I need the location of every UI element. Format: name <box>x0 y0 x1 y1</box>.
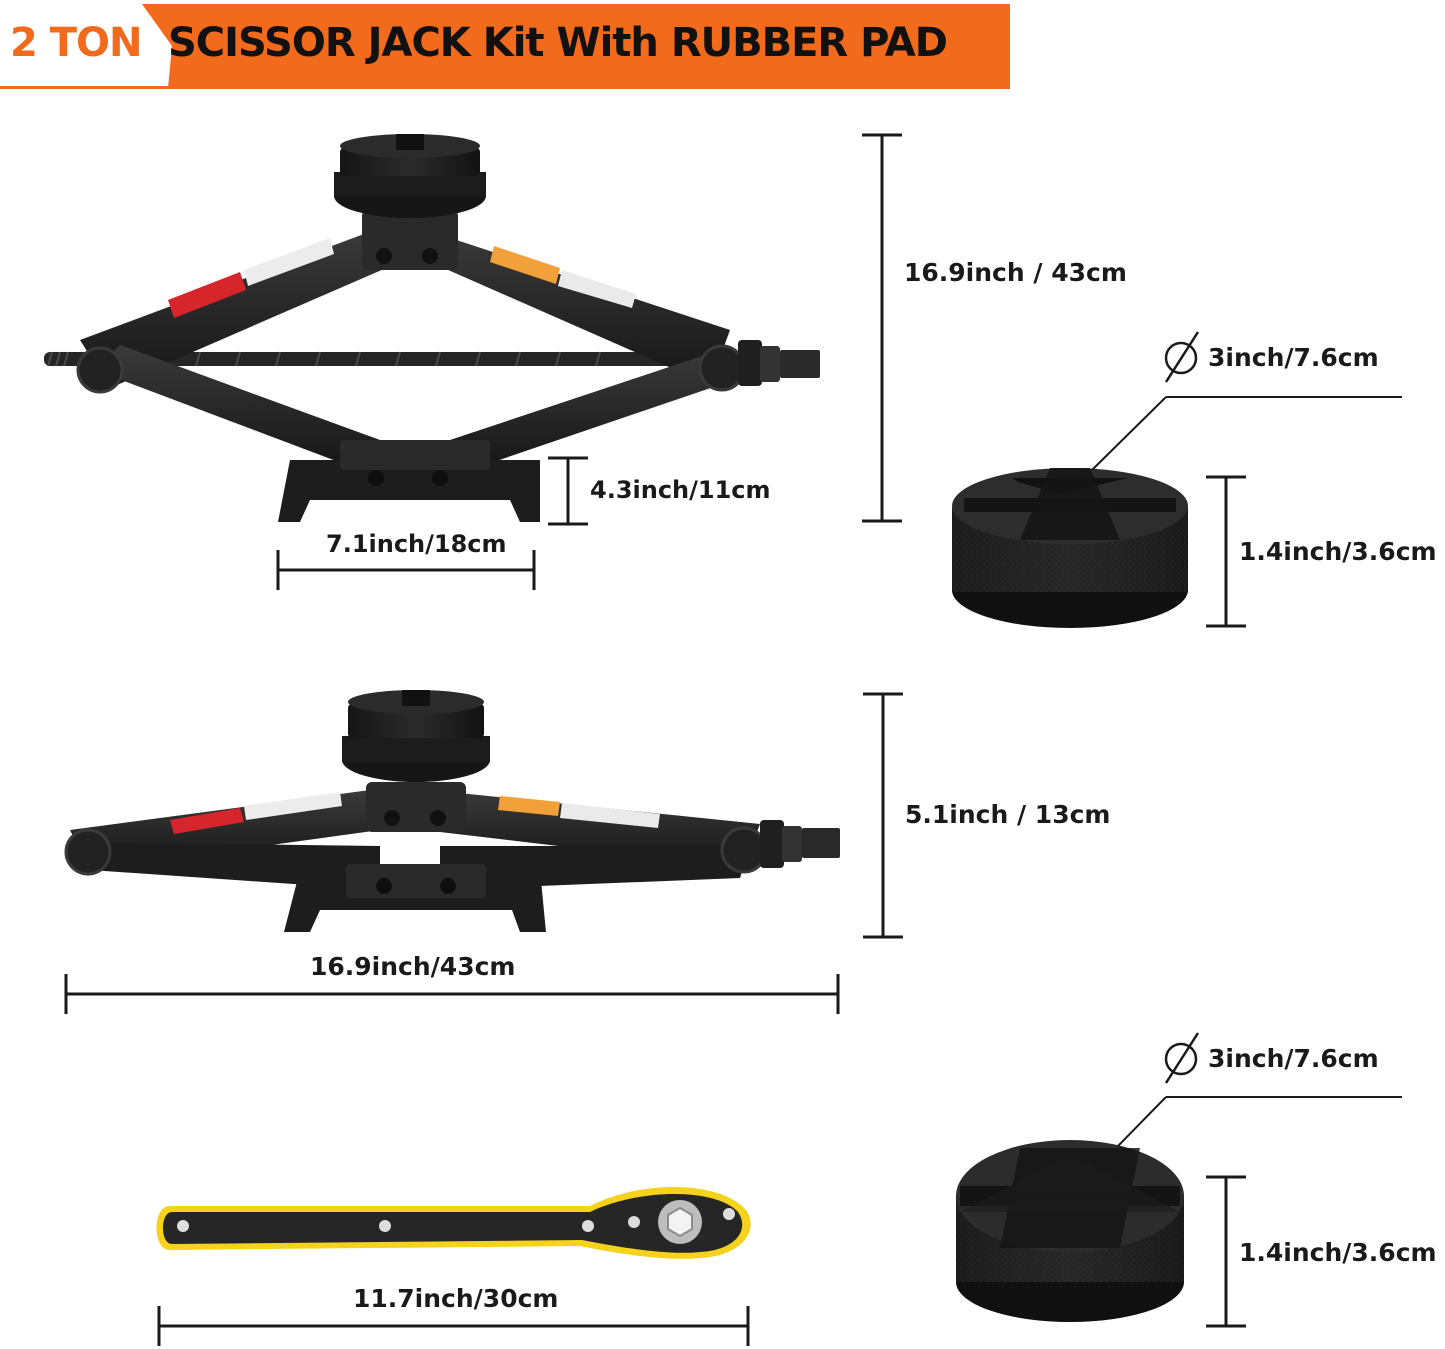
label-pad2-diameter: 3inch/7.6cm <box>1208 1044 1379 1073</box>
label-base-width: 7.1inch/18cm <box>326 530 507 558</box>
diameter-icon <box>1164 331 1200 383</box>
product-title: SCISSOR JACK Kit With RUBBER PAD <box>168 20 948 66</box>
dimension-base-height <box>548 456 588 526</box>
dimension-raised-height <box>862 133 902 523</box>
label-pad1-diameter: 3inch/7.6cm <box>1208 343 1379 372</box>
dimension-pad2-height <box>1206 1175 1246 1328</box>
label-jack-length: 16.9inch/43cm <box>310 952 516 981</box>
pad1-diameter-leader <box>1091 396 1402 471</box>
label-pad2-height: 1.4inch/3.6cm <box>1239 1238 1437 1267</box>
dimension-pad1-height <box>1206 475 1246 628</box>
scissor-jack-raised <box>44 134 820 522</box>
header-banner: 2 TON SCISSOR JACK Kit With RUBBER PAD <box>0 0 1445 92</box>
scissor-jack-lowered <box>64 690 840 932</box>
label-base-height: 4.3inch/11cm <box>590 476 771 504</box>
banner-underline <box>0 86 1010 89</box>
label-raised-height: 16.9inch / 43cm <box>904 258 1127 287</box>
dimension-lowered-height <box>863 692 903 939</box>
label-wrench-length: 11.7inch/30cm <box>353 1284 559 1313</box>
ratchet-wrench <box>156 1186 751 1259</box>
capacity-label: 2 TON <box>10 20 143 66</box>
label-pad1-height: 1.4inch/3.6cm <box>1239 537 1437 566</box>
dimension-wrench-length <box>157 1306 750 1346</box>
banner-left-panel <box>0 4 172 88</box>
label-lowered-height: 5.1inch / 13cm <box>905 800 1111 829</box>
rubber-pad-2 <box>956 1140 1184 1322</box>
dimension-base-width <box>276 550 536 590</box>
banner-orange-panel <box>142 4 1010 88</box>
rubber-pad-1 <box>952 468 1188 628</box>
diameter-icon <box>1164 1032 1200 1084</box>
pad2-diameter-leader <box>1117 1096 1402 1147</box>
dimension-jack-length <box>64 974 840 1014</box>
